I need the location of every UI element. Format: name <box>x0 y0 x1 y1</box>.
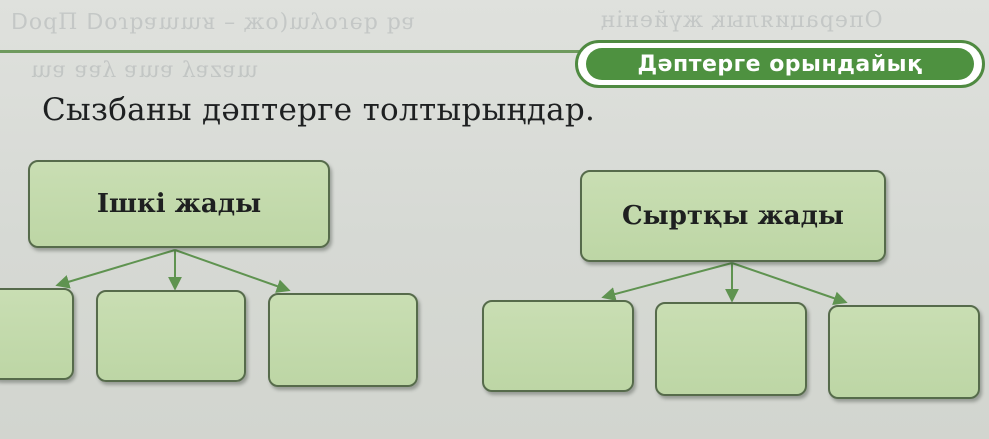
arrow-left-1 <box>55 249 176 289</box>
left-tree-arrows <box>55 249 291 293</box>
blank-box-left-2 <box>96 290 246 382</box>
section-badge: Дәптерге орындайық <box>575 40 985 88</box>
bleed-through-text: Операциялық жүйенің <box>600 8 883 33</box>
task-instruction: Сызбаны дәптерге толтырыңдар. <box>42 92 596 128</box>
header-rule <box>0 50 590 53</box>
blank-box-right-1 <box>482 300 634 392</box>
blank-box-left-1 <box>0 288 74 380</box>
blank-box-right-3 <box>828 305 980 399</box>
arrow-right-3 <box>731 262 848 305</box>
blank-box-right-2 <box>655 302 807 396</box>
bleed-through-text: ɯɐzɐʎ ɐɯɐ ʎɐɐ ɐɯ <box>30 58 258 83</box>
diagram-root-internal-memory: Ішкі жады <box>28 160 330 248</box>
section-badge-label: Дәптерге орындайық <box>586 48 974 80</box>
arrow-right-1 <box>601 262 733 301</box>
blank-box-left-3 <box>268 293 418 387</box>
bleed-through-text: ɐq qəɾoʎɯ(оҗ – ʁɯɯɐqɾoᗡ Проᗡ <box>10 10 416 35</box>
arrow-left-3 <box>174 249 291 293</box>
diagram-root-external-memory: Сыртқы жады <box>580 170 886 262</box>
right-tree-arrows <box>601 262 848 305</box>
